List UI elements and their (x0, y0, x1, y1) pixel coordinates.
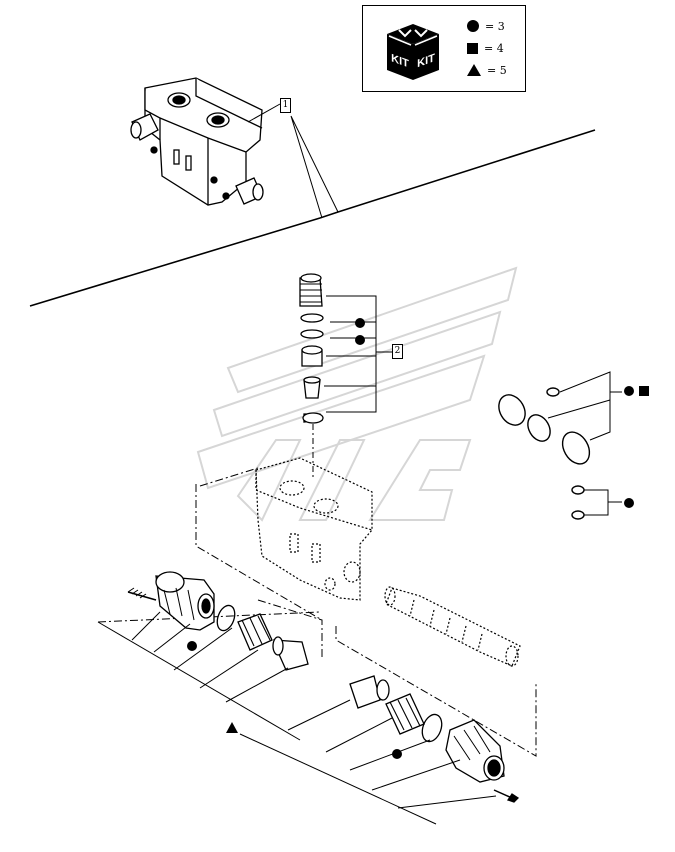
o-ring-set-illustration (498, 387, 591, 520)
assembly-frames (97, 467, 537, 757)
left-leaders (97, 611, 301, 741)
kit3-marker-icon (187, 641, 197, 651)
legend-text: = 5 (487, 63, 507, 77)
legend-row-kit3: = 3 (467, 18, 523, 34)
kit3-marker-icon (392, 749, 402, 759)
kit4-marker-icon (639, 386, 649, 396)
o-ring-set-bracket (547, 371, 622, 516)
kit5-marker-icon (226, 722, 238, 733)
section-divider-line (29, 129, 596, 307)
right-leaders (239, 699, 497, 825)
watermark-logo (196, 266, 518, 522)
kit-legend: KIT KIT = 3 = 4 = 5 (362, 5, 526, 92)
callout-1-leaders (247, 103, 339, 219)
kit3-marker-icon (355, 335, 365, 345)
kit3-marker-icon (624, 498, 634, 508)
legend-text: = 4 (484, 41, 504, 55)
seal-stack-illustration (299, 273, 324, 424)
right-end-cap-illustration (349, 675, 520, 803)
triangle-icon (467, 64, 481, 76)
legend-text: = 3 (485, 19, 505, 33)
seal-stack-bracket (324, 295, 392, 413)
valve-assembly-illustration (130, 77, 264, 206)
callout-seal-stack: 2 (392, 344, 403, 359)
kit3-marker-icon (624, 386, 634, 396)
kit3-marker-icon (355, 318, 365, 328)
spool-illustration (384, 586, 521, 667)
circle-icon (467, 20, 479, 32)
left-end-cap-illustration (127, 571, 309, 671)
square-icon (467, 42, 478, 54)
legend-row-kit4: = 4 (467, 40, 523, 56)
valve-section-illustration (255, 457, 373, 601)
callout-assembly: 1 (280, 98, 291, 113)
kit-box-icon: KIT KIT (387, 24, 439, 80)
legend-row-kit5: = 5 (467, 62, 523, 78)
